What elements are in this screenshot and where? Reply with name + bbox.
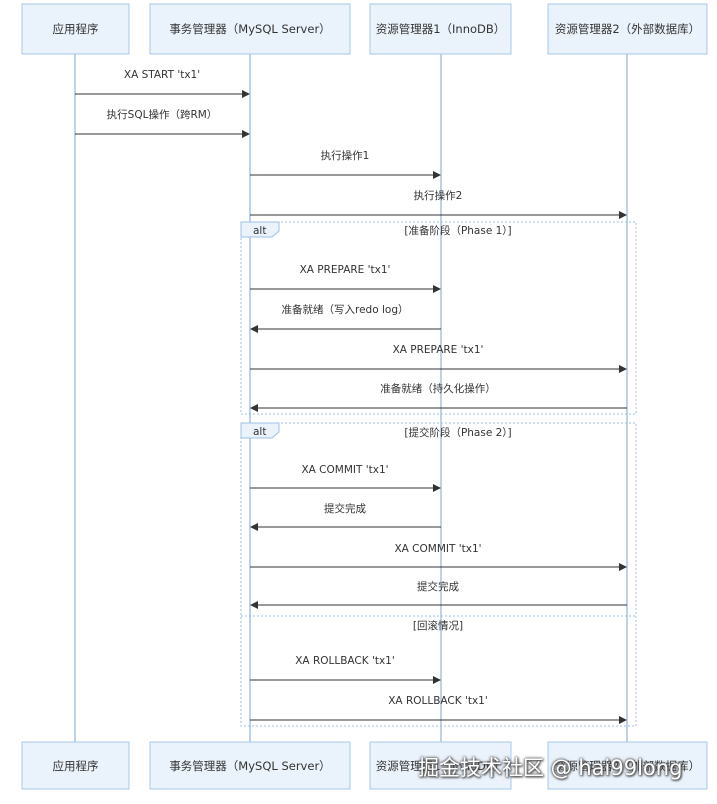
msg-label: 提交完成 xyxy=(324,502,366,515)
msg-prepare-rm2: XA PREPARE 'tx1' xyxy=(250,344,627,373)
msg-label: 执行SQL操作（跨RM） xyxy=(107,108,218,121)
msg-label: XA START 'tx1' xyxy=(124,69,200,81)
msg-label: 准备就绪（持久化操作） xyxy=(380,382,496,395)
msg-rollback-rm1: XA ROLLBACK 'tx1' xyxy=(250,655,441,684)
msg-label: XA PREPARE 'tx1' xyxy=(300,264,391,276)
msg-exec-op1: 执行操作1 xyxy=(250,149,441,179)
participant-label: 资源管理器1（InnoDB） xyxy=(376,22,506,36)
msg-label: 执行操作1 xyxy=(321,149,370,162)
msg-ready-rm2: 准备就绪（持久化操作） xyxy=(250,382,627,412)
participant-label: 事务管理器（MySQL Server） xyxy=(169,22,330,36)
alt-fragment-prepare-keyword: alt xyxy=(253,225,266,237)
alt-fragment-commit-keyword: alt xyxy=(253,426,266,438)
msg-label: 执行操作2 xyxy=(414,189,463,202)
msg-ready-rm1: 准备就绪（写入redo log） xyxy=(250,303,441,333)
participant-tm-bottom: 事务管理器（MySQL Server） xyxy=(149,741,351,790)
participant-rm2-bottom: 资源管理器2（外部数据库） xyxy=(547,741,708,790)
msg-commit-rm2: XA COMMIT 'tx1' xyxy=(250,543,627,571)
participant-label: 资源管理器2（外部数据库） xyxy=(555,22,700,36)
alt-fragment-prepare: alt [准备阶段（Phase 1）] xyxy=(240,221,637,415)
msg-rollback-rm2: XA ROLLBACK 'tx1' xyxy=(250,695,627,724)
msg-exec-sql: 执行SQL操作（跨RM） xyxy=(75,108,250,138)
else-condition-rollback: [回滚情况] xyxy=(413,619,463,632)
participant-label: 应用程序 xyxy=(53,759,99,773)
msg-label: XA ROLLBACK 'tx1' xyxy=(295,655,395,667)
participant-rm1-bottom: 资源管理器1（InnoDB） xyxy=(369,741,512,790)
participant-label: 事务管理器（MySQL Server） xyxy=(169,759,330,773)
msg-label: XA PREPARE 'tx1' xyxy=(393,344,484,356)
msg-label: 准备就绪（写入redo log） xyxy=(282,303,409,316)
msg-commit-done-rm2: 提交完成 xyxy=(250,580,627,609)
msg-commit-rm1: XA COMMIT 'tx1' xyxy=(250,464,441,492)
participant-app-top: 应用程序 xyxy=(21,3,130,55)
msg-label: 提交完成 xyxy=(417,580,459,593)
msg-commit-done-rm1: 提交完成 xyxy=(250,502,441,531)
alt-fragment-prepare-condition: [准备阶段（Phase 1）] xyxy=(404,224,511,237)
msg-label: XA ROLLBACK 'tx1' xyxy=(388,695,488,707)
msg-exec-op2: 执行操作2 xyxy=(250,189,627,219)
alt-fragment-commit: alt [提交阶段（Phase 2）] [回滚情况] xyxy=(240,422,637,727)
participant-rm1-top: 资源管理器1（InnoDB） xyxy=(369,3,512,55)
participant-label: 应用程序 xyxy=(53,22,99,36)
participant-tm-top: 事务管理器（MySQL Server） xyxy=(149,3,351,55)
msg-label: XA COMMIT 'tx1' xyxy=(394,543,481,555)
participant-app-bottom: 应用程序 xyxy=(21,741,130,790)
msg-prepare-rm1: XA PREPARE 'tx1' xyxy=(250,264,441,293)
alt-fragment-commit-condition: [提交阶段（Phase 2）] xyxy=(404,426,511,439)
msg-xa-start: XA START 'tx1' xyxy=(75,69,250,98)
msg-label: XA COMMIT 'tx1' xyxy=(301,464,388,476)
participant-rm2-top: 资源管理器2（外部数据库） xyxy=(547,3,708,55)
participant-label: 资源管理器2（外部数据库） xyxy=(555,759,700,773)
watermark: 掘金技术社区 @ hai99long xyxy=(418,756,683,780)
participant-label: 资源管理器1（InnoDB） xyxy=(376,759,506,773)
